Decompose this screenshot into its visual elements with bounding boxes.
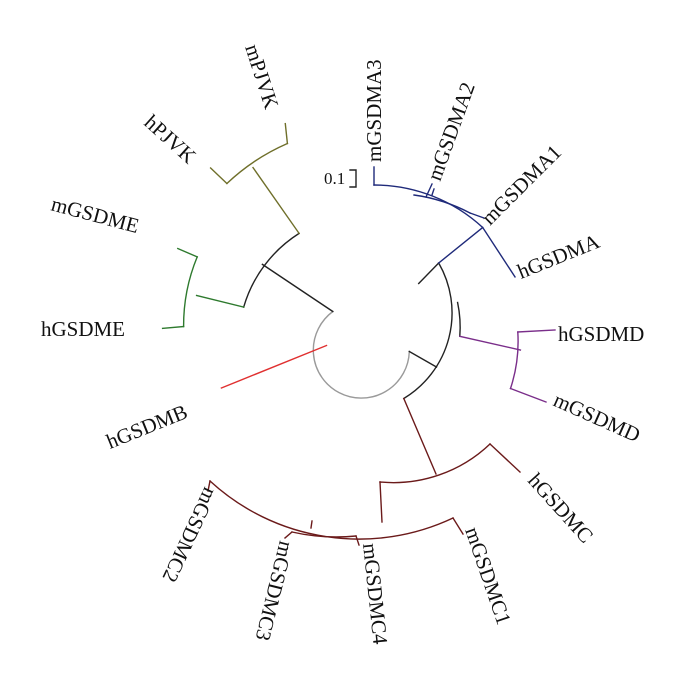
leaf-label-hgsdmc: hGSDMC [523, 468, 598, 547]
branch-mgsdmc-stem [379, 481, 383, 523]
branch-ad-stem [417, 262, 440, 285]
scale-bar-label: 0.1 [324, 169, 345, 188]
branch-right-clade-stem [408, 350, 438, 368]
branch-mgsdma2 [425, 183, 433, 198]
branch-hgsdma [481, 226, 516, 278]
branch-hgsdme [161, 325, 185, 330]
leaf-label-hgsdma: hGSDMA [514, 229, 604, 284]
branch-mgsdma-12-stem [431, 188, 435, 196]
scale-bar-line [349, 169, 357, 188]
root-arc [312, 310, 411, 399]
branch-mgsdme [176, 247, 199, 258]
branch-mgsdmd [509, 387, 547, 403]
branch-pjvk-stem [252, 166, 301, 235]
branch-hgsdmd [517, 329, 556, 333]
arc-gsdmd [509, 331, 519, 390]
leaf-label-hgsdmd: hGSDMD [558, 322, 644, 346]
leaf-label-mpjvk: mPJVK [240, 41, 283, 112]
branch-upper-clade-stem [261, 263, 334, 313]
arc-gsdma-main [373, 184, 484, 229]
leaf-label-mgsdma2: mGSDMA2 [422, 79, 480, 184]
arc-ad [456, 301, 461, 338]
branch-hgsdmc [489, 443, 521, 473]
branch-gsdmc-stem [402, 397, 437, 475]
arc-right-clade [402, 262, 453, 400]
arc-pjvk [225, 142, 289, 185]
arc-mgsdma-12 [413, 194, 471, 214]
leaf-label-mgsdme: mGSDME [49, 192, 142, 238]
branch-gsdmd-stem [458, 335, 522, 351]
leaf-label-hpjvk: hPJVK [140, 110, 201, 168]
leaf-label-mgsdmc2: mGSDMC2 [158, 484, 223, 586]
arc-mgsdmc [209, 480, 454, 540]
branch-mgsdmc1 [452, 517, 464, 535]
branch-mpjvk [284, 122, 289, 145]
branch-mgsdmc2 [207, 480, 211, 492]
leaf-label-mgsdmc1: mGSDMC1 [460, 524, 516, 628]
branch-hgsdmb [220, 344, 328, 389]
leaf-label-hgsdme: hGSDME [41, 317, 125, 341]
branch-gsdme-stem [195, 294, 245, 308]
arc-gsdmc [379, 443, 491, 484]
branch-hpjvk [209, 167, 228, 185]
branch-gsdma-stem [437, 226, 484, 264]
leaf-label-mgsdmd: mGSDMD [550, 388, 644, 447]
branch-mgsdmc234-stem [310, 520, 313, 529]
leaf-label-mgsdmc3: mGSDMC3 [251, 539, 299, 643]
branch-mgsdmc4 [355, 535, 360, 546]
arc-gsdme [182, 255, 199, 328]
arc-upper-clade [242, 232, 301, 308]
leaf-label-mgsdma3: mGSDMA3 [362, 59, 386, 162]
arc-mgsdmc234 [291, 531, 357, 538]
leaf-label-mgsdma1: mGSDMA1 [477, 140, 567, 230]
leaf-label-hgsdmb: hGSDMB [103, 399, 191, 453]
branch-mgsdmc3 [284, 531, 293, 539]
leaf-label-mgsdmc4: mGSDMC4 [358, 542, 393, 646]
branch-mgsdma1 [469, 212, 485, 219]
